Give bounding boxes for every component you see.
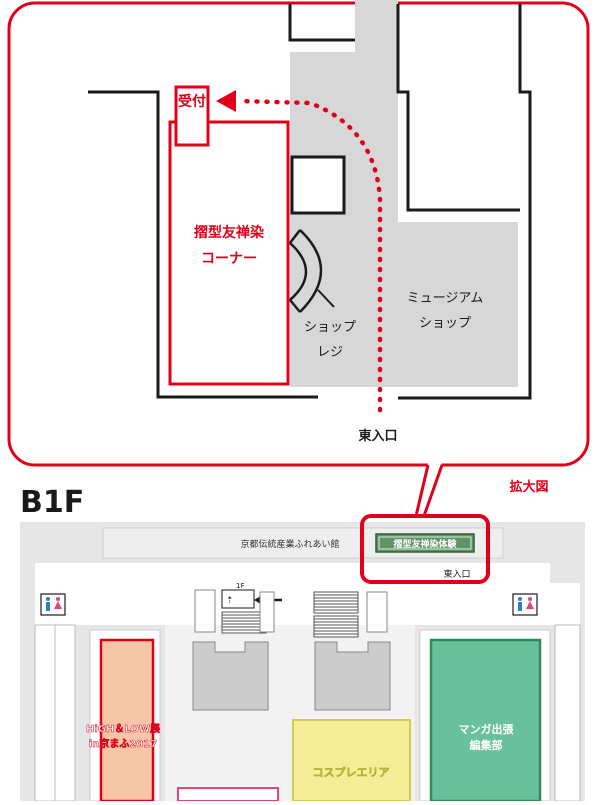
pillar: [290, 155, 346, 215]
enlarged-view: 受付 摺型友禅染 コーナー ショップ レジ ミュージアム ショップ 東入口: [7, 0, 590, 467]
right-column: [554, 624, 581, 802]
wall: [88, 90, 318, 399]
restroom-icon: [512, 593, 538, 616]
workshop-sign-label: 摺型友禅染体験: [393, 538, 457, 550]
register-counter: [289, 242, 308, 301]
corridor: [35, 563, 550, 583]
stair-block: [366, 591, 388, 633]
stair-steps: [313, 615, 359, 638]
reception-box: [174, 85, 210, 147]
wall: [288, 4, 355, 42]
register-label-line1: ショップ: [304, 320, 356, 335]
restroom-woman: [528, 597, 532, 601]
restroom-woman: [56, 597, 60, 601]
escalator-icon: [221, 589, 255, 609]
east-entrance-label: 東入口: [358, 428, 397, 444]
stair-steps: [313, 591, 359, 614]
reception-label: 受付: [178, 93, 206, 110]
stairs-right: [313, 591, 359, 638]
elevator-block-right: [314, 641, 391, 711]
enlarged-area-highlight: [360, 514, 490, 584]
stair-block: [259, 591, 275, 633]
museum-shop-label-line2: ショップ: [419, 316, 471, 331]
corridor: [35, 583, 580, 625]
restroom-icon-frame: [40, 593, 66, 616]
hall-label: 京都伝統産業ふれあい館: [240, 538, 339, 550]
room-high-low: [99, 638, 155, 803]
manga-editorial-line2: 編集部: [470, 738, 503, 752]
pink-room: [177, 787, 279, 802]
manga-editorial: [429, 638, 542, 803]
floor-label: B1F: [20, 485, 84, 520]
enlarged-label: 拡大図: [509, 479, 548, 495]
room-high-low-line1: HiGH＆LOW展: [86, 723, 160, 735]
room-high-low-line2: in京まふ2017: [89, 737, 157, 750]
register-counter: [299, 229, 323, 313]
wall: [398, 4, 532, 400]
register-counter-edge: [289, 299, 301, 313]
restroom-man: [46, 597, 50, 601]
workshop-corner: [168, 120, 290, 386]
elevator-block-left: [192, 641, 269, 711]
restroom-icon: [40, 593, 66, 616]
restroom-woman-body: [526, 601, 534, 609]
leader-line: [317, 289, 335, 308]
restroom-woman-body: [54, 601, 62, 609]
manga-editorial-line1: マンガ出張: [459, 722, 515, 736]
museum-shop-label-line1: ミュージアム: [407, 291, 484, 306]
route-path: [237, 98, 383, 413]
stair-block: [194, 589, 216, 633]
museum-shop-area: [290, 0, 518, 387]
stair-label: 1F: [236, 582, 244, 590]
stairs-left: [221, 611, 267, 634]
register-counter-edge: [289, 229, 301, 244]
cosplay-area-label: コスプレエリア: [313, 765, 390, 779]
floor-plan: 京都伝統産業ふれあい館 HiGH＆LOW展 in京まふ2017: [20, 514, 585, 803]
restroom-man: [518, 597, 522, 601]
cosplay-area: [292, 719, 411, 802]
workshop-sign: [375, 533, 475, 553]
arrow-left-icon: [216, 90, 236, 112]
workshop-sign-inner: [378, 536, 472, 550]
callout-pointer: [414, 464, 444, 517]
traditional-hall: [102, 527, 504, 559]
register-label-line2: レジ: [317, 345, 343, 360]
stair-arrow: ⇡: [226, 596, 234, 606]
workshop-label-line1: 摺型友禅染: [194, 224, 265, 241]
workshop-label-line2: コーナー: [201, 251, 257, 267]
wall: [396, 4, 520, 212]
east-entrance-small-label: 東入口: [443, 568, 470, 580]
restroom-man-body: [518, 602, 522, 611]
restroom-icon-frame: [512, 593, 538, 616]
restroom-man-body: [46, 602, 50, 611]
